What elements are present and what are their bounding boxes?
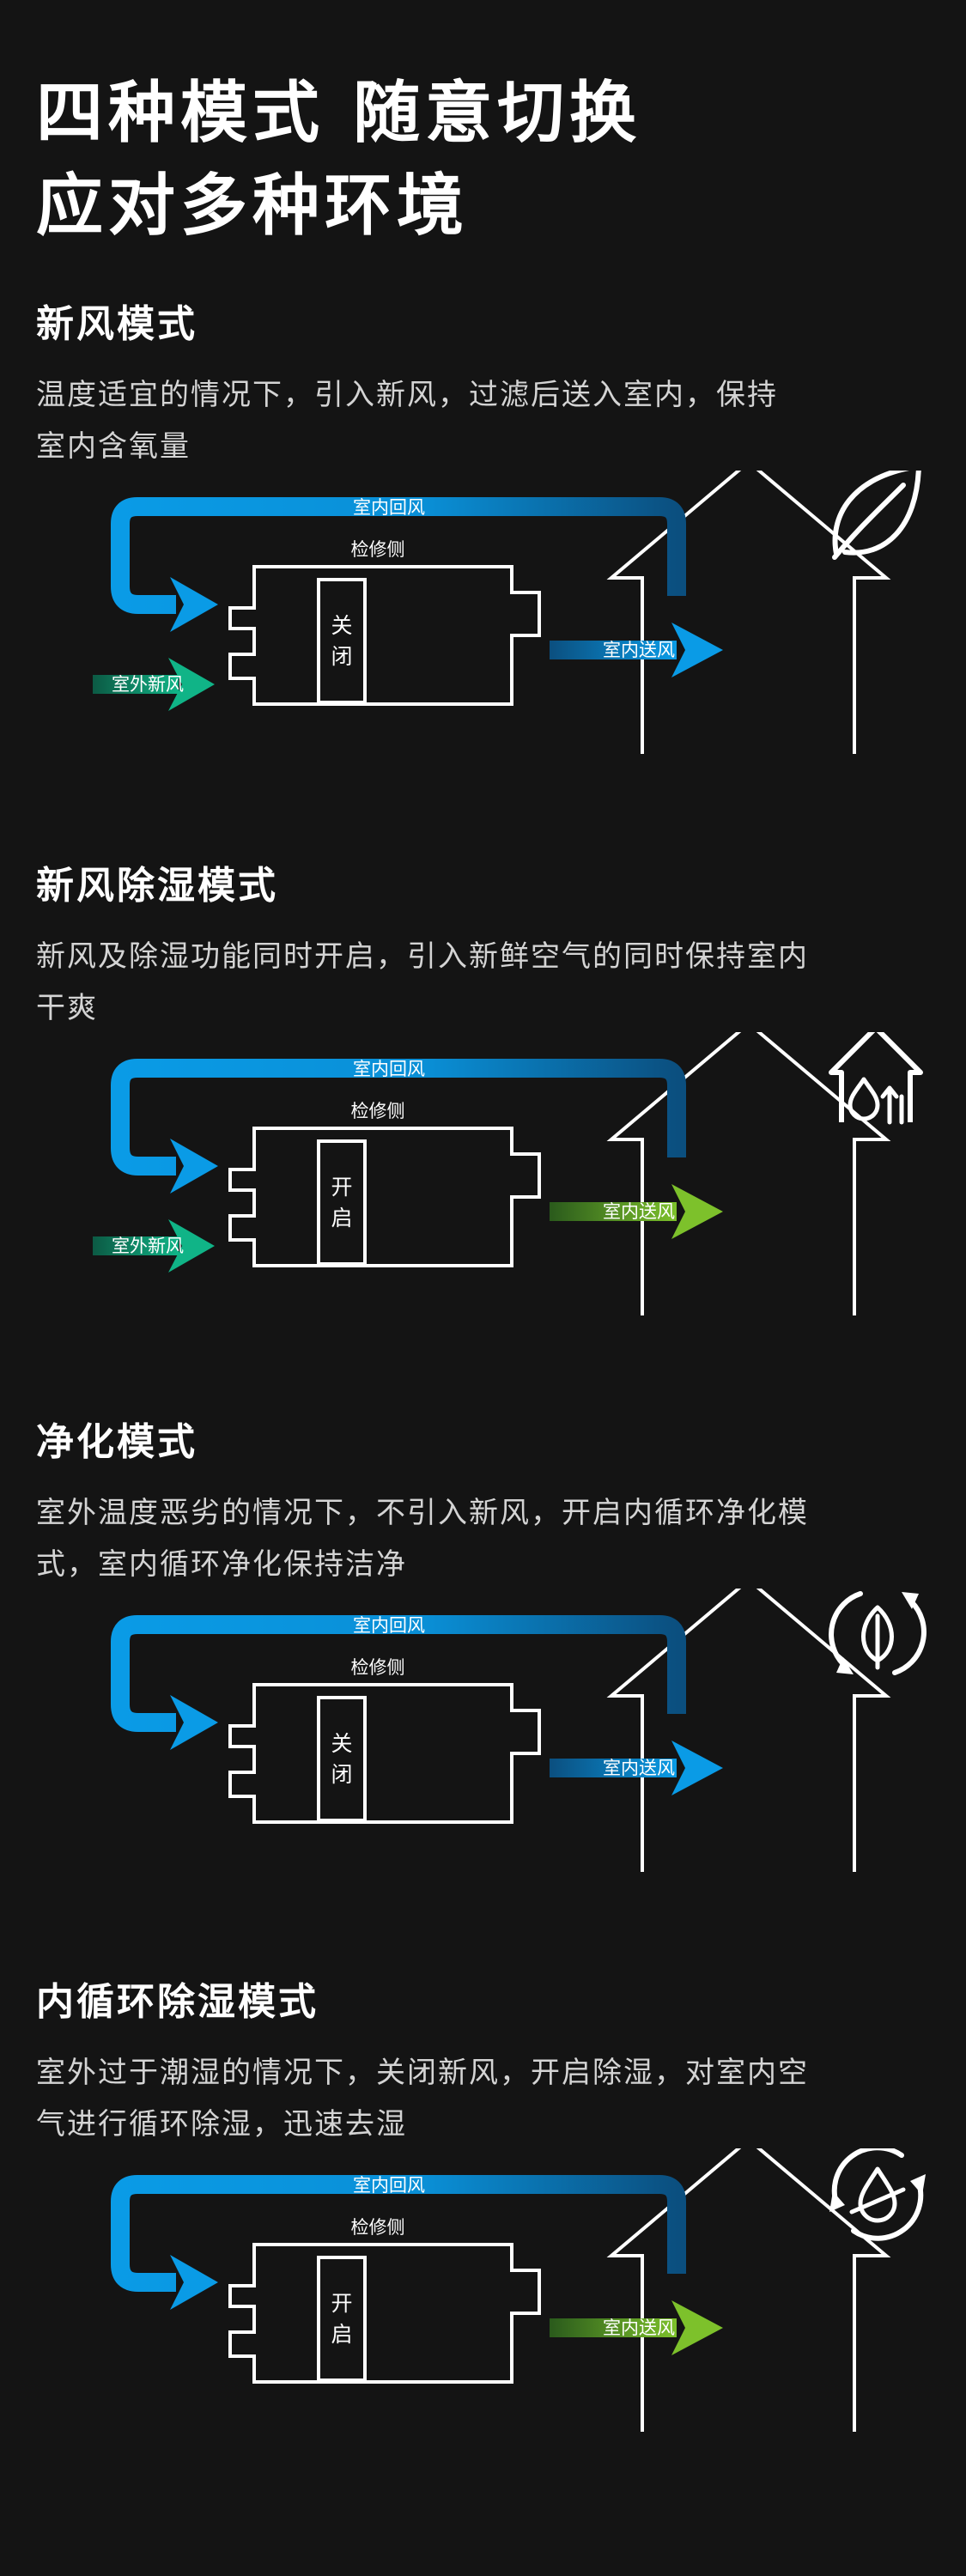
supply-air-label: 室内送风 (603, 1758, 675, 1778)
service-side-label: 检修侧 (351, 2217, 405, 2238)
valve-box (317, 2256, 367, 2382)
return-air-label: 室内回风 (353, 1059, 425, 1079)
mode-description-line-1: 室外温度恶劣的情况下，不引入新风，开启内循环净化模 (36, 1496, 809, 1530)
return-air-label: 室内回风 (353, 497, 425, 518)
leaf-cycle-icon (829, 1591, 927, 1675)
mode-title: 新风模式 (36, 302, 197, 346)
mode-section-2: 新风除湿模式 新风及除湿功能同时开启，引入新鲜空气的同时保持室内 干爽 (0, 860, 966, 1410)
mode-section-4: 内循环除湿模式 室外过于潮湿的情况下，关闭新风，开启除湿，对室内空 气进行循环除… (0, 1977, 966, 2526)
mode-title: 内循环除湿模式 (36, 1980, 319, 2024)
airflow-diagram: 室内回风 检修侧 开 启 室内送风 室外新风 (0, 1032, 966, 1393)
supply-air-arrowhead (671, 1741, 723, 1795)
airflow-diagram: 室内回风 检修侧 关 闭 室内送风 (0, 1589, 966, 1949)
mode-title: 净化模式 (36, 1420, 197, 1464)
valve-status-top: 开 (331, 1175, 352, 1200)
mode-description: 室外过于潮湿的情况下，关闭新风，开启除湿，对室内空 气进行循环除湿，迅速去湿 (36, 2047, 903, 2150)
house-drop-icon (829, 1032, 923, 1125)
supply-air-label: 室内送风 (603, 640, 675, 660)
valve-status-bottom: 闭 (331, 1762, 352, 1787)
mode-description-line-1: 新风及除湿功能同时开启，引入新鲜空气的同时保持室内 (36, 939, 809, 974)
return-air-duct (111, 497, 686, 614)
air-handling-unit (228, 1683, 541, 1824)
house-outline (606, 2148, 891, 2432)
mode-section-1: 新风模式 温度适宜的情况下，引入新风，过滤后送入室内，保持 室内含氧量 (0, 299, 966, 848)
supply-air-duct (550, 1759, 677, 1777)
return-air-arrowhead (170, 1695, 218, 1750)
valve-status-top: 关 (331, 1731, 352, 1756)
return-air-arrowhead (170, 577, 218, 632)
supply-air-arrowhead (671, 623, 723, 677)
airflow-diagram-svg: 室内回风 检修侧 开 启 室内送风 (111, 2148, 926, 2432)
airflow-diagram: 室内回风 检修侧 关 闭 室内送风 室外新风 (0, 471, 966, 831)
mode-description: 温度适宜的情况下，引入新风，过滤后送入室内，保持 室内含氧量 (36, 369, 903, 472)
valve-status-bottom: 启 (331, 2322, 352, 2347)
return-air-duct (111, 2175, 686, 2292)
valve-box (317, 578, 367, 704)
air-handling-unit (228, 2243, 541, 2384)
page-headline: 四种模式 随意切换 应对多种环境 (36, 67, 641, 252)
mode-description-line-2: 气进行循环除湿，迅速去湿 (36, 2107, 407, 2142)
fresh-air-arrowhead (168, 1219, 215, 1273)
airflow-diagram-svg: 室内回风 检修侧 关 闭 室内送风 室外新风 (93, 471, 921, 754)
outdoor-fresh-air: 室外新风 (93, 1219, 215, 1273)
outdoor-fresh-air-label: 室外新风 (112, 1236, 184, 1256)
mode-title: 新风除湿模式 (36, 864, 278, 908)
house-outline (606, 1032, 891, 1315)
supply-air-duct (550, 1202, 677, 1221)
return-air-duct (111, 1059, 686, 1176)
valve-box (317, 1696, 367, 1822)
valve-status-top: 开 (331, 2291, 352, 2316)
house-outline (606, 471, 891, 754)
outdoor-fresh-air: 室外新风 (93, 658, 215, 711)
house-outline (606, 1589, 891, 1872)
service-side-label: 检修侧 (351, 539, 405, 560)
mode-description-line-2: 室内含氧量 (36, 429, 191, 464)
supply-air-label: 室内送风 (603, 2318, 675, 2338)
supply-air-duct (550, 2318, 677, 2337)
air-handling-unit (228, 1127, 541, 1267)
leaf-icon (832, 471, 921, 560)
fresh-air-duct (93, 675, 179, 694)
valve-status-bottom: 启 (331, 1206, 352, 1230)
service-side-label: 检修侧 (351, 1101, 405, 1121)
mode-section-3: 净化模式 室外温度恶劣的情况下，不引入新风，开启内循环净化模 式，室内循环净化保… (0, 1417, 966, 1966)
headline-line-1: 四种模式 随意切换 (36, 75, 642, 152)
supply-air-label: 室内送风 (603, 1201, 675, 1222)
supply-air-duct (550, 641, 677, 659)
fresh-air-duct (93, 1236, 179, 1255)
airflow-diagram-svg: 室内回风 检修侧 关 闭 室内送风 (111, 1589, 927, 1872)
mode-description-line-1: 温度适宜的情况下，引入新风，过滤后送入室内，保持 (36, 378, 778, 412)
drop-cycle-icon (829, 2148, 926, 2241)
airflow-diagram: 室内回风 检修侧 开 启 室内送风 (0, 2148, 966, 2509)
air-handling-unit (228, 565, 541, 706)
return-air-label: 室内回风 (353, 2175, 425, 2196)
return-air-arrowhead (170, 1139, 218, 1194)
valve-status-top: 关 (331, 613, 352, 638)
return-air-arrowhead (170, 2255, 218, 2310)
return-air-duct (111, 1615, 686, 1732)
outdoor-fresh-air-label: 室外新风 (112, 674, 184, 695)
supply-air-arrowhead (671, 2300, 723, 2355)
valve-status-bottom: 闭 (331, 644, 352, 669)
mode-description-line-2: 式，室内循环净化保持洁净 (36, 1547, 407, 1582)
service-side-label: 检修侧 (351, 1657, 405, 1678)
valve-box (317, 1139, 367, 1266)
mode-description: 新风及除湿功能同时开启，引入新鲜空气的同时保持室内 干爽 (36, 931, 903, 1034)
mode-description-line-1: 室外过于潮湿的情况下，关闭新风，开启除湿，对室内空 (36, 2056, 809, 2090)
mode-description-line-2: 干爽 (36, 991, 98, 1025)
mode-description: 室外温度恶劣的情况下，不引入新风，开启内循环净化模 式，室内循环净化保持洁净 (36, 1487, 903, 1590)
headline-line-2: 应对多种环境 (36, 167, 470, 245)
supply-air-arrowhead (671, 1184, 723, 1239)
airflow-diagram-svg: 室内回风 检修侧 开 启 室内送风 室外新风 (93, 1032, 923, 1315)
fresh-air-arrowhead (168, 658, 215, 711)
return-air-label: 室内回风 (353, 1615, 425, 1636)
